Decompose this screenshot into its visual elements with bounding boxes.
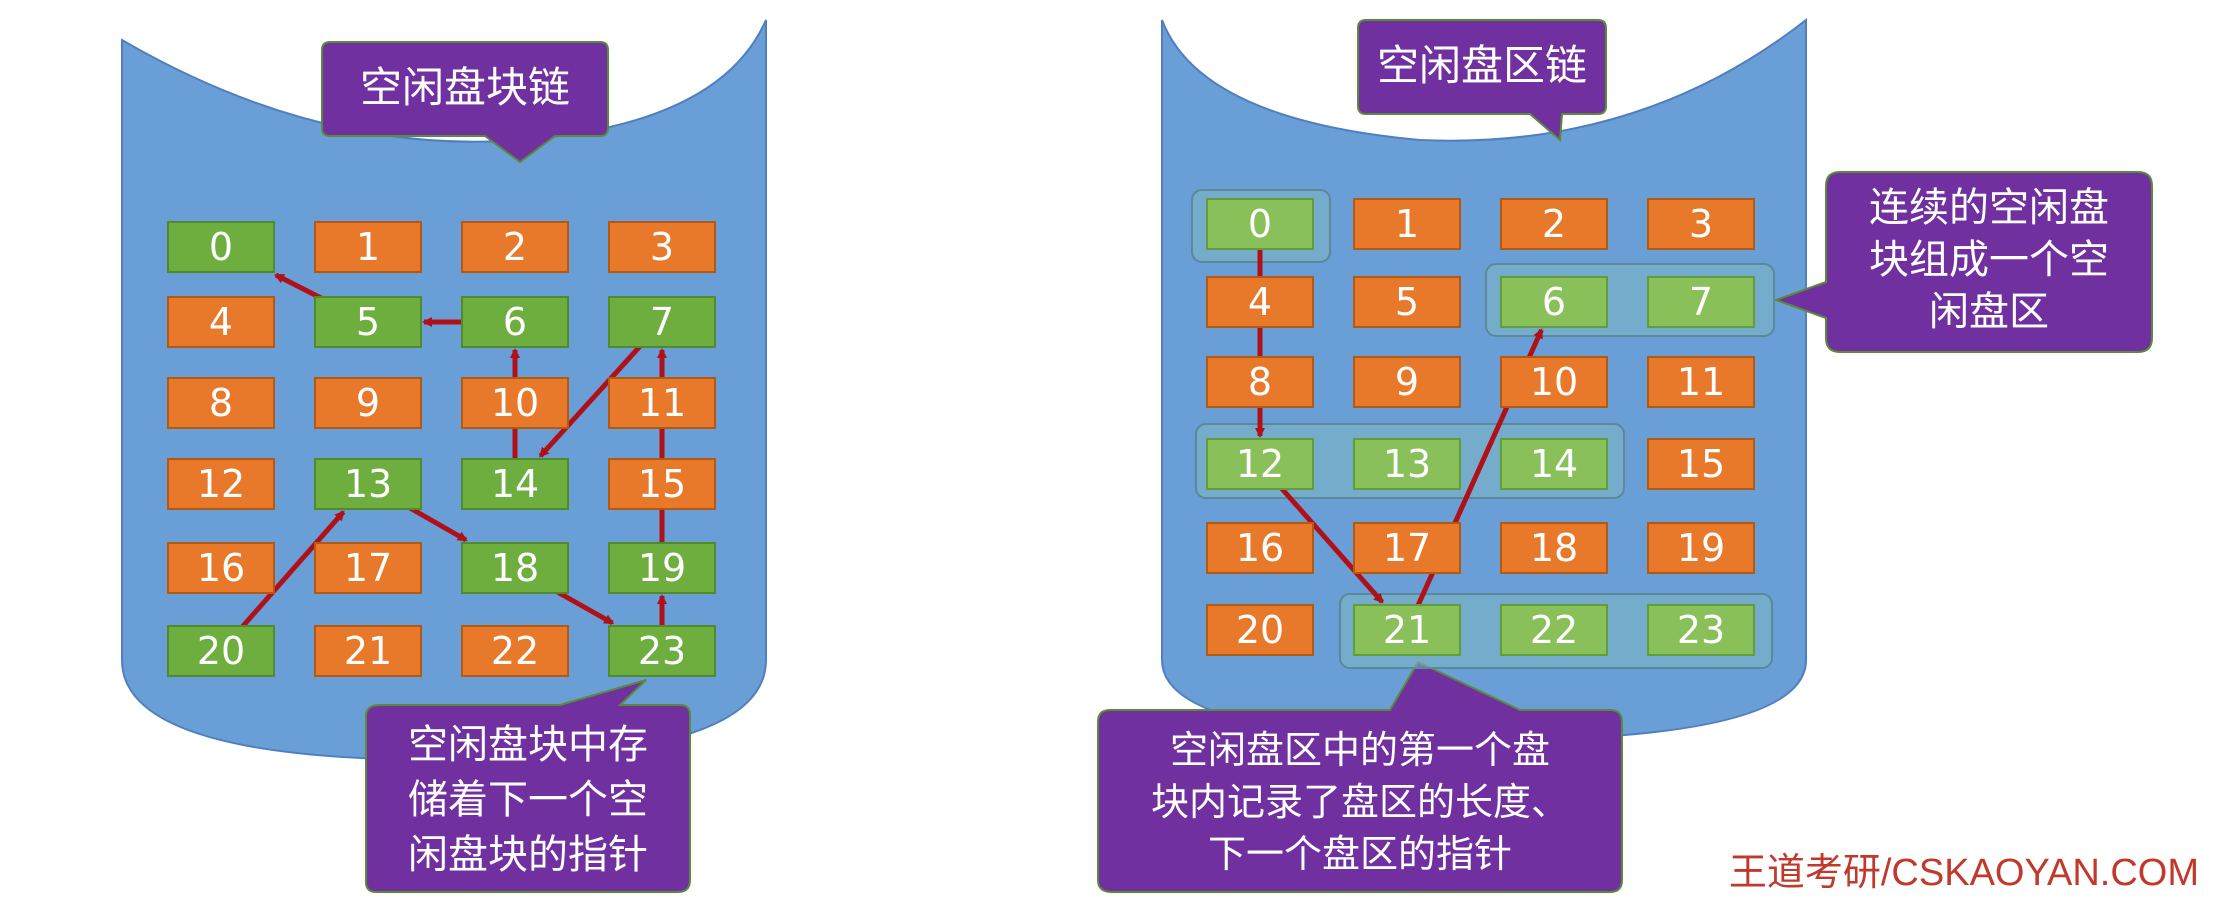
right-block-2: 2 — [1500, 198, 1608, 250]
right-block-22: 22 — [1500, 604, 1608, 656]
left-block-14: 14 — [461, 458, 569, 510]
right-block-16: 16 — [1206, 522, 1314, 574]
left-block-0: 0 — [167, 221, 275, 273]
side-callout-line-1: 连续的空闲盘 — [1869, 185, 2109, 231]
left-callout-line-2: 储着下一个空 — [408, 777, 648, 823]
right-callout-line-3: 下一个盘区的指针 — [1207, 832, 1512, 876]
left-block-10: 10 — [461, 377, 569, 429]
left-block-2: 2 — [461, 221, 569, 273]
right-title-callout — [1357, 19, 1607, 143]
right-block-13: 13 — [1353, 438, 1461, 490]
right-block-21: 21 — [1353, 604, 1461, 656]
right-block-5: 5 — [1353, 276, 1461, 328]
right-block-23: 23 — [1647, 604, 1755, 656]
right-block-14: 14 — [1500, 438, 1608, 490]
left-block-1: 1 — [314, 221, 422, 273]
left-arrow-13-to-18 — [405, 503, 468, 543]
left-block-13: 13 — [314, 458, 422, 510]
left-block-20: 20 — [167, 625, 275, 677]
left-block-16: 16 — [167, 542, 275, 594]
left-block-12: 12 — [167, 458, 275, 510]
right-bottom-callout — [1097, 660, 1623, 893]
right-side-callout — [1773, 171, 2153, 353]
left-block-5: 5 — [314, 296, 422, 348]
right-callout-line-2: 块内记录了盘区的长度、 — [1150, 780, 1569, 824]
right-side-callout-text: 连续的空闲盘 块组成一个空 闲盘区 — [1826, 182, 2152, 338]
left-block-8: 8 — [167, 377, 275, 429]
side-callout-line-2: 块组成一个空 — [1869, 237, 2109, 283]
right-bottom-callout-text: 空闲盘区中的第一个盘 块内记录了盘区的长度、 下一个盘区的指针 — [1098, 724, 1622, 880]
left-arrow-20-to-13 — [238, 510, 346, 631]
right-block-4: 4 — [1206, 276, 1314, 328]
right-block-6: 6 — [1500, 276, 1608, 328]
left-title-callout — [321, 41, 609, 164]
footer-brand: 王道考研/CSKAOYAN.COM — [1728, 852, 2199, 894]
right-block-12: 12 — [1206, 438, 1314, 490]
left-callout-line-3: 闲盘块的指针 — [408, 832, 648, 878]
left-block-17: 17 — [314, 542, 422, 594]
left-block-15: 15 — [608, 458, 716, 510]
left-callout-line-1: 空闲盘块中存 — [408, 722, 648, 768]
right-arrow-12-to-21 — [1277, 484, 1385, 604]
left-block-11: 11 — [608, 377, 716, 429]
left-block-4: 4 — [167, 296, 275, 348]
right-block-10: 10 — [1500, 356, 1608, 408]
right-block-18: 18 — [1500, 522, 1608, 574]
left-block-21: 21 — [314, 625, 422, 677]
right-block-17: 17 — [1353, 522, 1461, 574]
left-arrow-5-to-0 — [274, 272, 327, 303]
side-callout-line-3: 闲盘区 — [1929, 289, 2049, 335]
left-arrow-7-to-14 — [538, 342, 644, 458]
left-bottom-callout — [365, 679, 691, 893]
right-block-20: 20 — [1206, 604, 1314, 656]
left-block-9: 9 — [314, 377, 422, 429]
right-block-9: 9 — [1353, 356, 1461, 408]
left-block-7: 7 — [608, 296, 716, 348]
left-bottom-callout-text: 空闲盘块中存 储着下一个空 闲盘块的指针 — [366, 718, 690, 883]
right-block-8: 8 — [1206, 356, 1314, 408]
left-title: 空闲盘块链 — [359, 63, 570, 112]
right-block-11: 11 — [1647, 356, 1755, 408]
left-block-18: 18 — [461, 542, 569, 594]
left-block-3: 3 — [608, 221, 716, 273]
right-block-15: 15 — [1647, 438, 1755, 490]
right-block-1: 1 — [1353, 198, 1461, 250]
right-callout-line-1: 空闲盘区中的第一个盘 — [1169, 728, 1550, 772]
left-chain-arrows — [238, 272, 667, 631]
left-block-6: 6 — [461, 296, 569, 348]
left-block-22: 22 — [461, 625, 569, 677]
left-block-19: 19 — [608, 542, 716, 594]
right-block-19: 19 — [1647, 522, 1755, 574]
right-title: 空闲盘区链 — [1376, 41, 1587, 90]
right-block-3: 3 — [1647, 198, 1755, 250]
left-arrow-18-to-23 — [552, 587, 615, 626]
left-block-23: 23 — [608, 625, 716, 677]
right-block-7: 7 — [1647, 276, 1755, 328]
right-block-0: 0 — [1206, 198, 1314, 250]
